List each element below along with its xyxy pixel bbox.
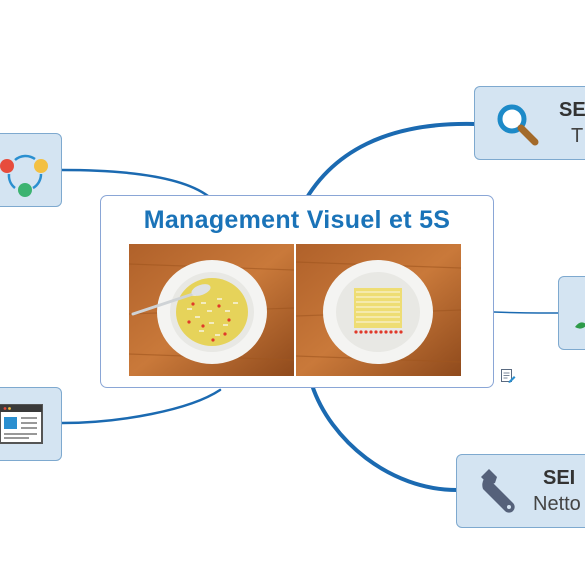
- window-icon: [0, 404, 43, 444]
- link-to-seiri: [298, 121, 477, 212]
- node-cycle[interactable]: [0, 133, 62, 207]
- organized-soup-photo: [296, 244, 461, 376]
- link-to-right-mid: [493, 311, 561, 314]
- node-seiri-subtitle: T: [571, 125, 584, 147]
- wrench-icon: [475, 467, 525, 517]
- node-seiso-subtitle: Netto: [533, 493, 581, 515]
- node-seiri-title: SE: [559, 99, 585, 121]
- central-topic[interactable]: Management Visuel et 5S: [100, 195, 494, 388]
- messy-soup-photo: [129, 244, 294, 376]
- cycle-icon: [0, 146, 51, 198]
- node-right-mid[interactable]: [558, 276, 585, 350]
- leaf-icon: [573, 317, 585, 333]
- link-to-cycle: [60, 168, 210, 198]
- node-seiri[interactable]: SE T: [474, 86, 585, 160]
- link-to-window: [60, 388, 222, 425]
- link-to-seiso: [310, 383, 459, 492]
- magnifier-icon: [493, 100, 541, 148]
- central-topic-title: Management Visuel et 5S: [143, 206, 451, 234]
- node-seiso-title: SEI: [543, 467, 576, 489]
- note-edit-icon[interactable]: [500, 368, 516, 384]
- node-seiso[interactable]: SEI Netto: [456, 454, 585, 528]
- node-window[interactable]: [0, 387, 62, 461]
